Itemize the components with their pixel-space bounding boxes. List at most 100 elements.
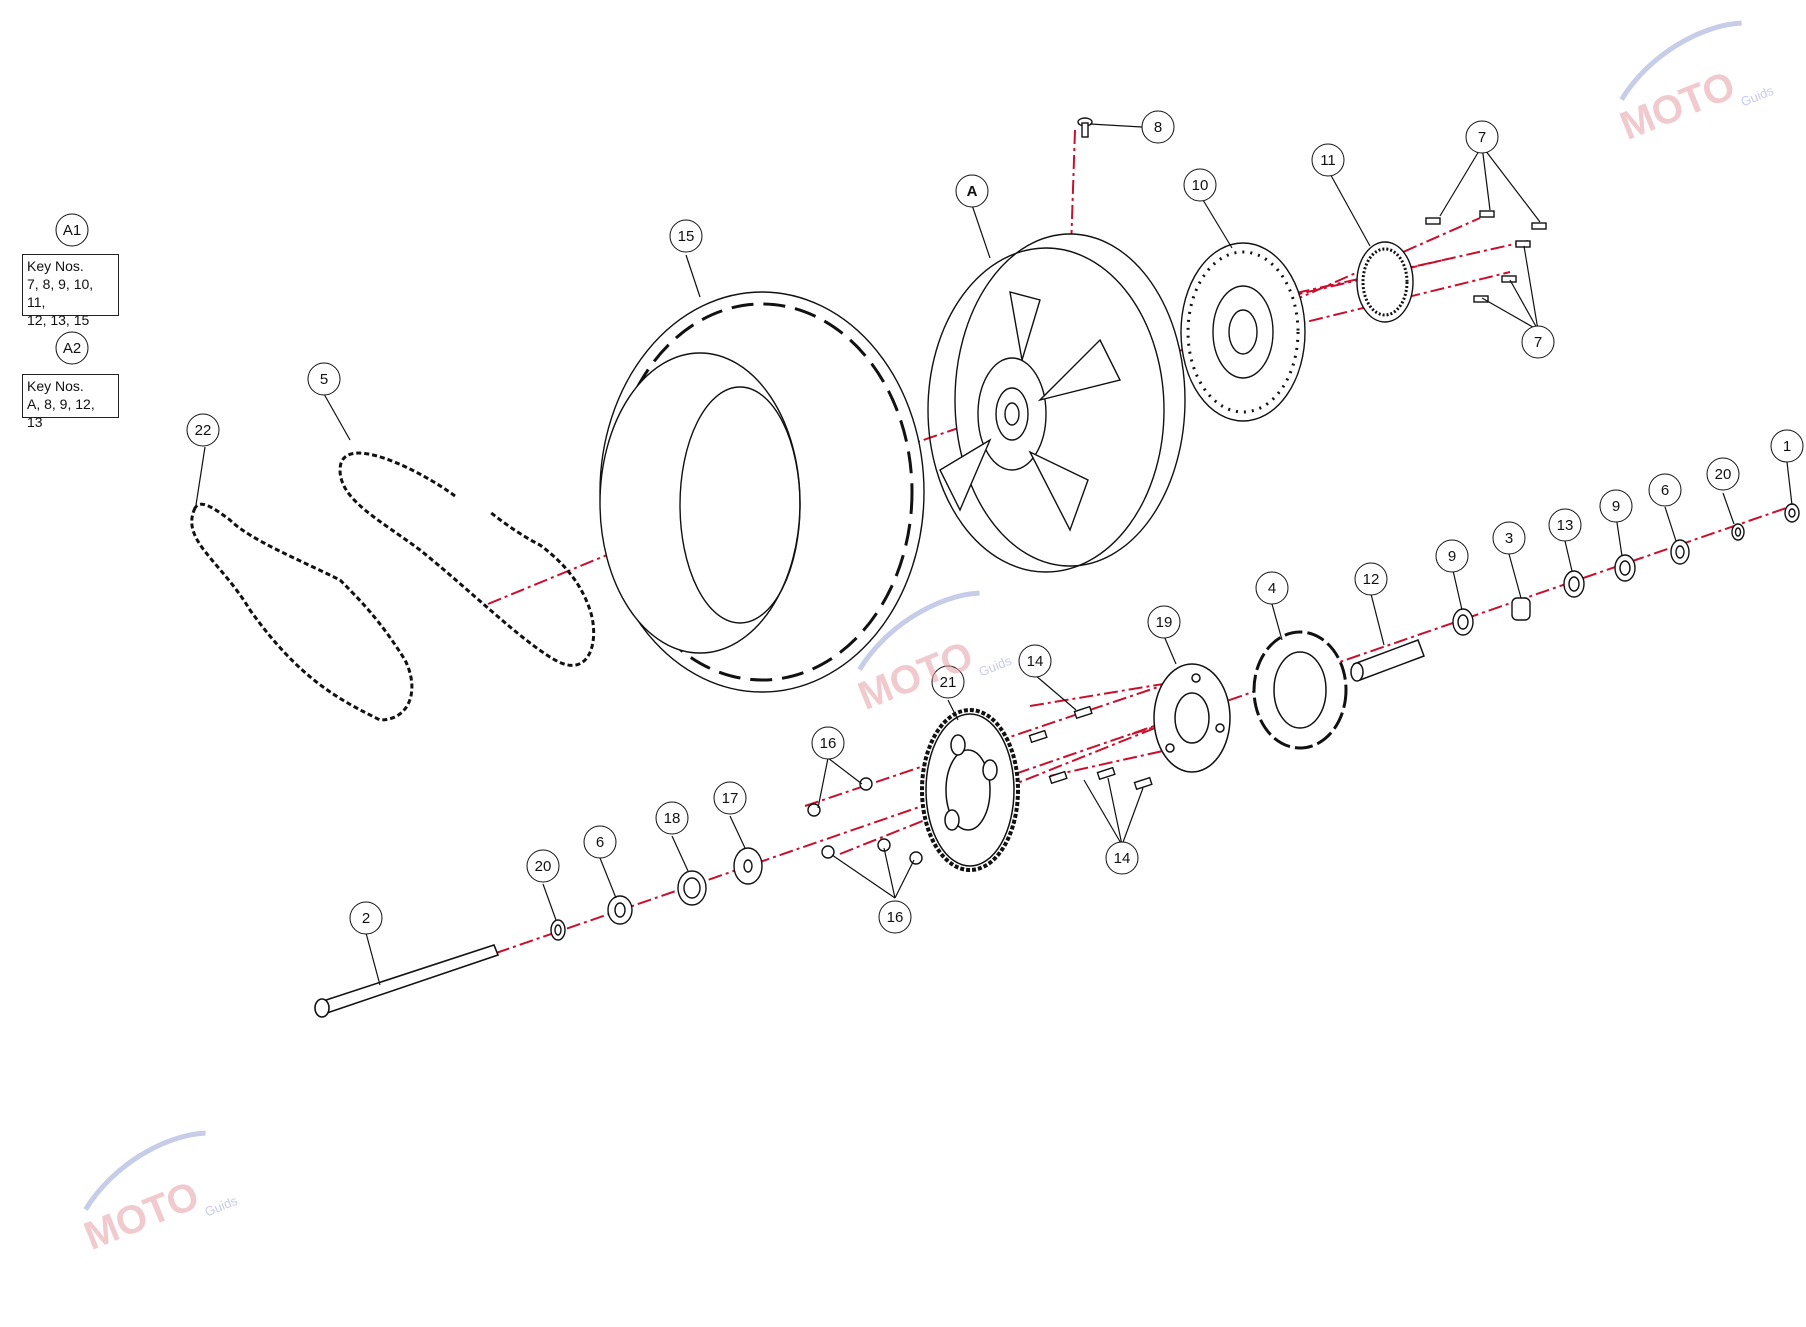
- sprocket-part-21: [920, 708, 1020, 872]
- svg-text:6: 6: [596, 834, 604, 851]
- tyre-part-15: [599, 291, 925, 693]
- brake-disc-part-10: [1180, 242, 1306, 422]
- callout-16-bottom: 16: [878, 900, 912, 934]
- svg-text:9: 9: [1612, 498, 1620, 515]
- callout-A1: A1: [55, 213, 89, 247]
- svg-text:MOTO: MOTO: [78, 1173, 205, 1258]
- watermark-logo-center: MOTO Guids: [852, 590, 1015, 719]
- svg-text:MOTO: MOTO: [852, 633, 979, 718]
- studs-14: [1028, 705, 1153, 791]
- svg-text:2: 2: [362, 910, 370, 927]
- svg-text:18: 18: [664, 810, 681, 827]
- callout-6-right: 6: [1648, 473, 1682, 507]
- svg-text:14: 14: [1027, 653, 1044, 670]
- wheel-part-A: [927, 233, 1186, 573]
- callout-10: 10: [1183, 168, 1217, 202]
- svg-text:13: 13: [1557, 517, 1574, 534]
- svg-text:16: 16: [887, 909, 904, 926]
- chain-part-5: [338, 451, 596, 667]
- bolts-7: [1425, 210, 1547, 303]
- washer-20-left: [550, 919, 566, 941]
- callout-17: 17: [713, 781, 747, 815]
- spacer-6-right: [1670, 539, 1690, 565]
- callout-A2: A2: [55, 331, 89, 365]
- callout-9-a: 9: [1435, 539, 1469, 573]
- svg-text:8: 8: [1154, 119, 1162, 136]
- svg-text:10: 10: [1192, 177, 1209, 194]
- bearing-9-b: [1614, 554, 1636, 582]
- callout-16-top: 16: [811, 726, 845, 760]
- svg-text:9: 9: [1448, 548, 1456, 565]
- svg-text:MOTO: MOTO: [1614, 63, 1741, 148]
- cush-drive-part-4: [1252, 630, 1348, 750]
- callout-leaders: [195, 123, 1793, 986]
- svg-text:12: 12: [1363, 571, 1380, 588]
- svg-text:15: 15: [678, 228, 695, 245]
- svg-text:5: 5: [320, 371, 328, 388]
- svg-text:7: 7: [1534, 334, 1542, 351]
- svg-text:Guids: Guids: [203, 1193, 241, 1220]
- svg-text:4: 4: [1268, 580, 1276, 597]
- callout-20-right: 20: [1706, 457, 1740, 491]
- watermark-logo-top-right: MOTO Guids: [1614, 20, 1777, 149]
- key-box-A2-title: Key Nos.: [27, 378, 84, 394]
- key-box-A2-items: A, 8, 9, 12, 13: [27, 396, 95, 430]
- callout-4: 4: [1255, 571, 1289, 605]
- key-box-A2: Key Nos. A, 8, 9, 12, 13: [22, 374, 119, 430]
- seal-18: [677, 870, 707, 906]
- callout-A1-label: A1: [63, 222, 81, 239]
- callout-9-b: 9: [1599, 489, 1633, 523]
- callout-6-left: 6: [583, 825, 617, 859]
- callout-2: 2: [349, 901, 383, 935]
- bearing-9-a: [1452, 608, 1474, 636]
- svg-text:14: 14: [1114, 850, 1131, 867]
- callout-15: 15: [669, 219, 703, 253]
- callout-5: 5: [307, 362, 341, 396]
- spacer-part-12: [1350, 639, 1425, 682]
- callout-1: 1: [1770, 429, 1804, 463]
- svg-text:11: 11: [1320, 152, 1336, 169]
- callout-14-bottom: 14: [1105, 841, 1139, 875]
- washer-20-right: [1731, 523, 1745, 541]
- callout-7-bottom: 7: [1521, 325, 1555, 359]
- svg-text:1: 1: [1783, 438, 1791, 455]
- nuts-16: [807, 777, 923, 865]
- callout-12: 12: [1354, 562, 1388, 596]
- svg-text:A: A: [967, 183, 978, 200]
- callout-3: 3: [1492, 521, 1526, 555]
- callout-7-top: 7: [1465, 120, 1499, 154]
- svg-text:17: 17: [722, 790, 739, 807]
- svg-text:20: 20: [1715, 466, 1732, 483]
- svg-text:19: 19: [1156, 614, 1173, 631]
- spacer-17: [733, 847, 763, 885]
- nut-part-1: [1784, 503, 1800, 523]
- callout-18: 18: [655, 801, 689, 835]
- callout-A2-label: A2: [63, 340, 81, 357]
- svg-text:22: 22: [195, 422, 212, 439]
- key-box-A1: Key Nos. 7, 8, 9, 10, 11, 12, 13, 15: [22, 254, 119, 328]
- valve-part-8: [1077, 117, 1093, 138]
- seal-part-13: [1563, 570, 1585, 598]
- svg-text:16: 16: [820, 735, 837, 752]
- svg-text:20: 20: [535, 858, 552, 875]
- callout-22: 22: [186, 413, 220, 447]
- spacer-6-left: [607, 895, 633, 925]
- chain-part-22: [190, 502, 414, 722]
- svg-text:6: 6: [1661, 482, 1669, 499]
- key-box-A1-title: Key Nos.: [27, 258, 84, 274]
- abs-ring-part-11: [1356, 241, 1414, 323]
- callout-21: 21: [931, 665, 965, 699]
- callout-20-left: 20: [526, 849, 560, 883]
- callout-A: A: [955, 174, 989, 208]
- sprocket-carrier-19: [1153, 663, 1231, 773]
- callout-19: 19: [1147, 605, 1181, 639]
- svg-text:Guids: Guids: [977, 653, 1015, 680]
- watermark-logo-bottom-left: MOTO Guids: [78, 1130, 241, 1259]
- svg-text:Guids: Guids: [1739, 83, 1777, 110]
- callout-11: 11: [1311, 143, 1345, 177]
- callout-8: 8: [1141, 110, 1175, 144]
